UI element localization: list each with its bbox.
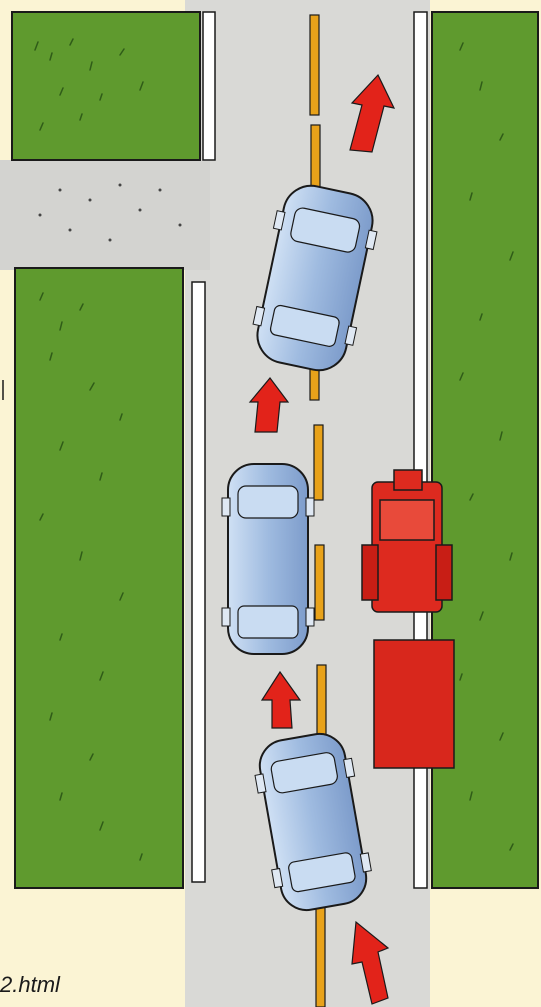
car-2: [222, 464, 314, 654]
red-trailer: [374, 640, 454, 768]
caption-text: 2.html: [0, 972, 60, 998]
red-tractor: [362, 470, 452, 612]
grass-block-top-left: [12, 12, 200, 160]
side-road: [0, 160, 210, 270]
grass-block-left: [15, 268, 183, 888]
